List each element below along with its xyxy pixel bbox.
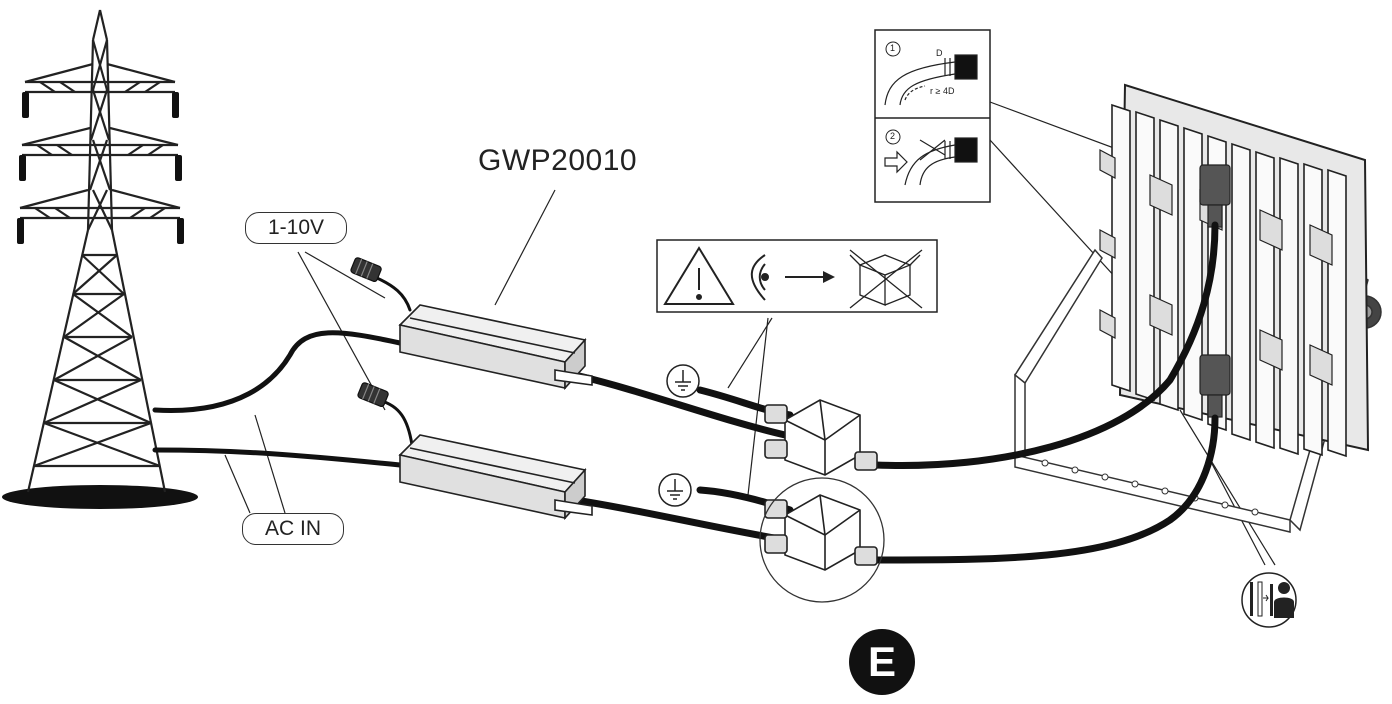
damaged-box-icon [849, 249, 923, 309]
floodlight-icon [1014, 83, 1382, 533]
driver-unit [398, 434, 593, 521]
driver-model-label: GWP20010 [478, 144, 638, 177]
inspection-warning-panel [656, 239, 938, 313]
eye-icon [750, 254, 769, 301]
bend-radius-label: r ≥ 4D [930, 86, 955, 96]
arrow-right-icon [785, 271, 835, 283]
qualified-electrician-icon [1241, 572, 1297, 628]
warning-triangle-icon [663, 246, 735, 305]
junction-box [764, 494, 878, 571]
dimming-connector-icon [350, 257, 389, 407]
driver-unit [398, 304, 593, 391]
power-pylon-icon [2, 9, 198, 509]
insulator-icon [17, 92, 184, 244]
ac-input-label: AC IN [242, 513, 344, 545]
bend-step-1-number: 1 [890, 43, 896, 53]
bend-cable-diameter-label: D [936, 48, 943, 58]
connector-callout-badge: E [849, 629, 915, 695]
ground-icon [666, 364, 700, 398]
junction-box [764, 399, 878, 476]
detail-circle [759, 477, 885, 603]
ground-icon [658, 473, 692, 507]
cable-bend-detail-panel [874, 29, 991, 203]
cables [152, 221, 1219, 564]
dimming-label: 1-10V [245, 212, 347, 244]
bend-step-2-number: 2 [890, 131, 896, 141]
